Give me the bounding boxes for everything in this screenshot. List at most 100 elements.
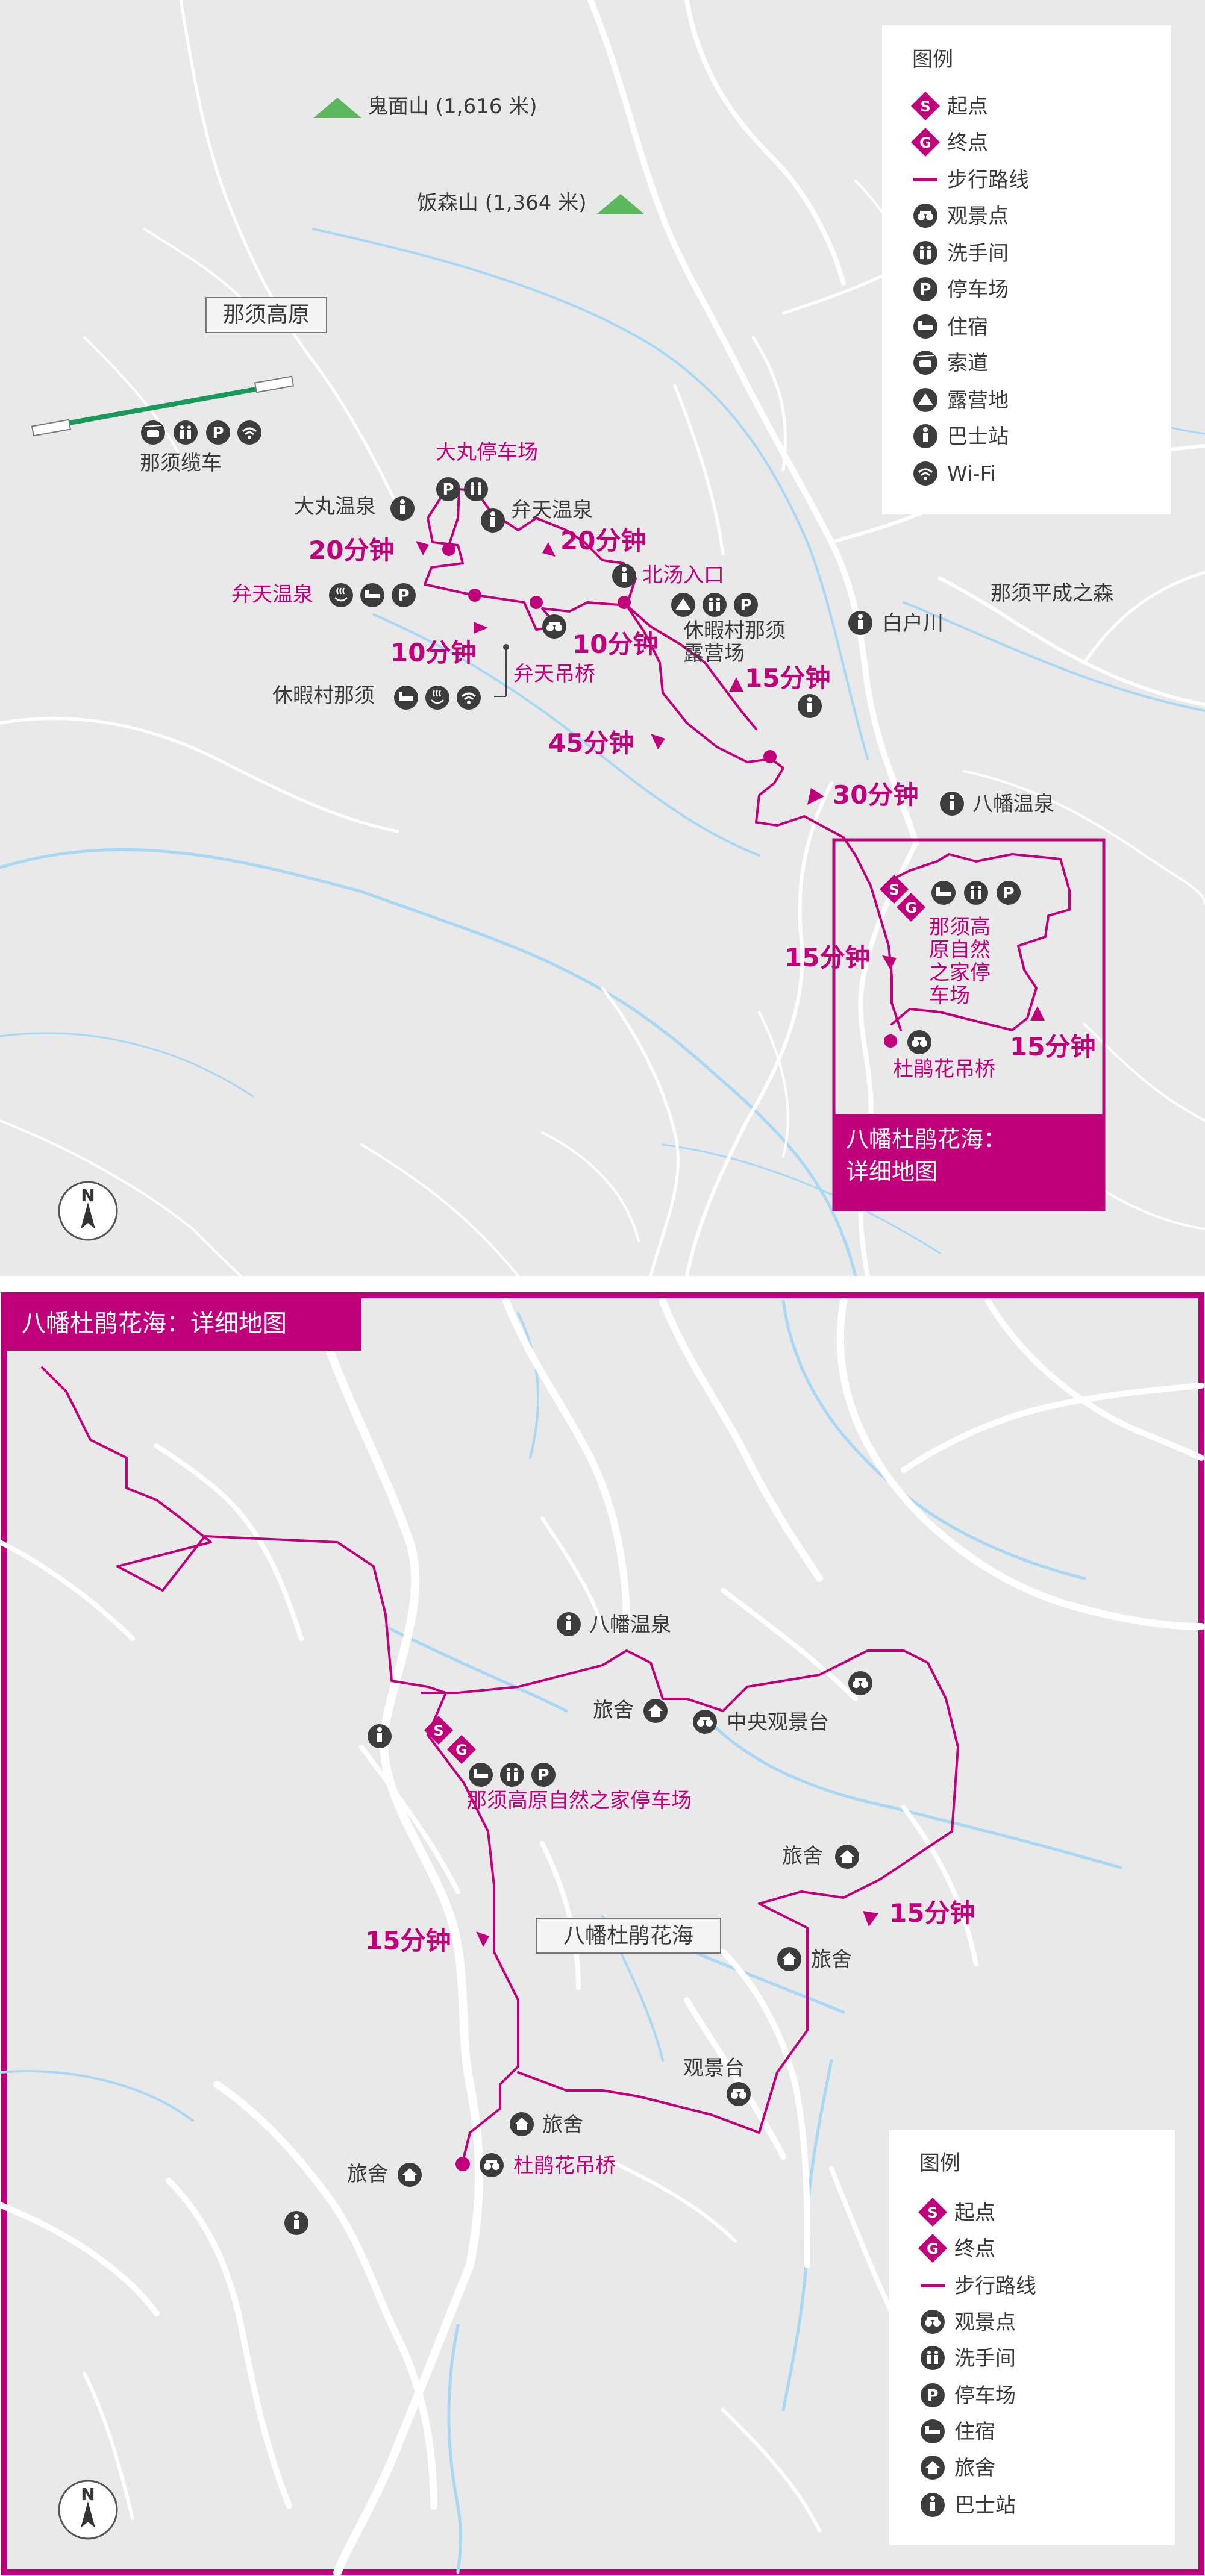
time-label: 15分钟	[365, 1926, 451, 1955]
time-label: 10分钟	[390, 638, 476, 667]
benten-onsen-left-label: 弁天温泉	[231, 583, 313, 607]
restroom-icon	[703, 593, 727, 617]
binoculars-icon	[480, 2153, 504, 2177]
route-point	[530, 596, 543, 609]
legend-label: 住宿	[954, 2420, 995, 2444]
time-label: 15分钟	[784, 943, 870, 972]
hostel-label: 旅舍	[542, 2113, 583, 2137]
onsen-icon	[424, 684, 451, 711]
legend-title: 图例	[912, 48, 953, 72]
omaru-onsen-label: 大丸温泉	[294, 495, 376, 519]
bed-icon	[394, 686, 418, 710]
restroom-icon	[964, 881, 988, 905]
bus-stop-icon	[798, 694, 822, 718]
bus-stop-icon	[284, 2211, 308, 2235]
hostel-icon	[921, 2456, 945, 2480]
bed-icon	[913, 314, 937, 339]
legend-label: 索道	[947, 351, 988, 375]
parking-icon	[734, 593, 758, 617]
parking-icon	[921, 2383, 945, 2407]
detail-legend: 图例 起点 终点 步行路线 观景点 洗手间 停车场 住宿 旅舍 巴士站	[889, 2130, 1175, 2545]
ropeway-line	[31, 375, 295, 437]
kyuka-nasu-label: 休暇村那须	[272, 684, 375, 708]
arrow-icon	[1030, 1006, 1045, 1021]
bus-stop-icon	[848, 611, 872, 635]
north-label: N	[81, 1186, 95, 1205]
tsutsuji-bridge-label: 杜鹃花吊桥	[513, 2154, 616, 2178]
time-label: 15分钟	[1010, 1032, 1095, 1061]
ropeway-icon	[913, 350, 938, 375]
detail-callout[interactable]	[834, 1114, 1104, 1210]
time-label: 20分钟	[308, 536, 394, 565]
binoculars-icon	[542, 614, 566, 639]
time-label: 10分钟	[572, 630, 658, 659]
route-point	[763, 750, 777, 763]
legend-label: 洗手间	[947, 242, 1009, 266]
arrow-icon	[807, 788, 824, 805]
hostel-icon	[643, 1699, 668, 1723]
bed-icon	[469, 1763, 493, 1787]
legend-label: 观景点	[947, 204, 1009, 228]
route-point	[468, 589, 481, 602]
hachiman-onsen-label: 八幡温泉	[972, 792, 1054, 816]
kyuka-camp-label-1: 休暇村那须	[683, 619, 786, 643]
bus-stop-icon	[940, 792, 964, 816]
mountain-icon	[596, 194, 645, 214]
detail-map: 八幡杜鹃花海：详细地图 八幡温泉 旅舍 中央观景台 那须高原自然之家停车场 旅舍…	[0, 1292, 1205, 2576]
arrow-icon	[863, 1911, 878, 1927]
heisei-forest-label: 那须平成之森	[991, 581, 1113, 605]
observatory-label: 观景台	[683, 2056, 745, 2080]
hostel-label: 旅舍	[593, 1698, 634, 1722]
restroom-icon	[464, 477, 488, 501]
leader-dot	[503, 644, 509, 650]
hostel-label: 旅舍	[782, 1844, 823, 1868]
parking-icon	[531, 1763, 556, 1787]
legend-label: 终点	[954, 2237, 995, 2261]
legend-panel	[889, 2130, 1175, 2545]
hostel-icon	[777, 1947, 801, 1971]
nature-house-label: 那须高原自然之家停车场	[466, 1789, 692, 1813]
hostel-icon	[510, 2112, 534, 2136]
wifi-icon	[455, 684, 482, 711]
center-label: 八幡杜鹃花海	[563, 1924, 693, 1948]
arrow-icon	[729, 677, 743, 692]
overview-legend: 图例 起点 终点 步行路线 观景点 洗手间 停车场 住宿 索道 露营地 巴士站 …	[882, 25, 1171, 514]
tsutsuji-bridge-label: 杜鹃花吊桥	[893, 1057, 995, 1081]
kitayu-entrance-label: 北汤入口	[642, 563, 724, 587]
legend-label: 起点	[947, 95, 988, 119]
bus-stop-icon	[612, 564, 636, 588]
ropeway-icon	[140, 420, 166, 445]
legend-title: 图例	[919, 2151, 960, 2175]
route-point	[884, 1034, 897, 1048]
binoculars-icon	[848, 1671, 872, 1695]
nature-house-label-1: 那须高	[929, 915, 991, 939]
hostel-label: 旅舍	[811, 1948, 852, 1972]
detail-route-loop	[421, 1649, 959, 2134]
legend-label: 步行路线	[954, 2274, 1036, 2298]
benten-onsen-label: 弁天温泉	[511, 498, 593, 522]
nature-house-label-3: 之家停	[929, 961, 991, 985]
overview-detail-loop	[890, 853, 1071, 1031]
time-label: 15分钟	[745, 663, 830, 693]
mountain-label-kimenzan: 鬼面山 (1,616 米)	[368, 95, 537, 119]
legend-label: Wi-Fi	[947, 462, 996, 486]
route-point	[618, 596, 631, 609]
arrow-icon	[651, 734, 665, 749]
mountain-icon	[313, 98, 362, 118]
detail-title: 八幡杜鹃花海：详细地图	[22, 1310, 287, 1337]
overview-rivers	[0, 228, 1205, 1278]
ropeway-label: 那须缆车	[140, 451, 222, 475]
detail-callout-label-1: 八幡杜鹃花海：	[846, 1126, 1006, 1152]
map-divider	[0, 1276, 1205, 1293]
detail-callout-label-2: 详细地图	[846, 1158, 937, 1185]
legend-label: 起点	[954, 2201, 995, 2225]
time-label: 30分钟	[833, 780, 918, 810]
parking-icon	[997, 881, 1021, 905]
binoculars-icon	[913, 204, 937, 228]
wifi-icon	[912, 460, 939, 487]
bus-stop-icon	[921, 2493, 945, 2517]
parking-icon	[392, 583, 416, 607]
bus-stop-icon	[390, 496, 415, 521]
camping-icon	[913, 388, 937, 412]
restroom-icon	[913, 241, 937, 265]
